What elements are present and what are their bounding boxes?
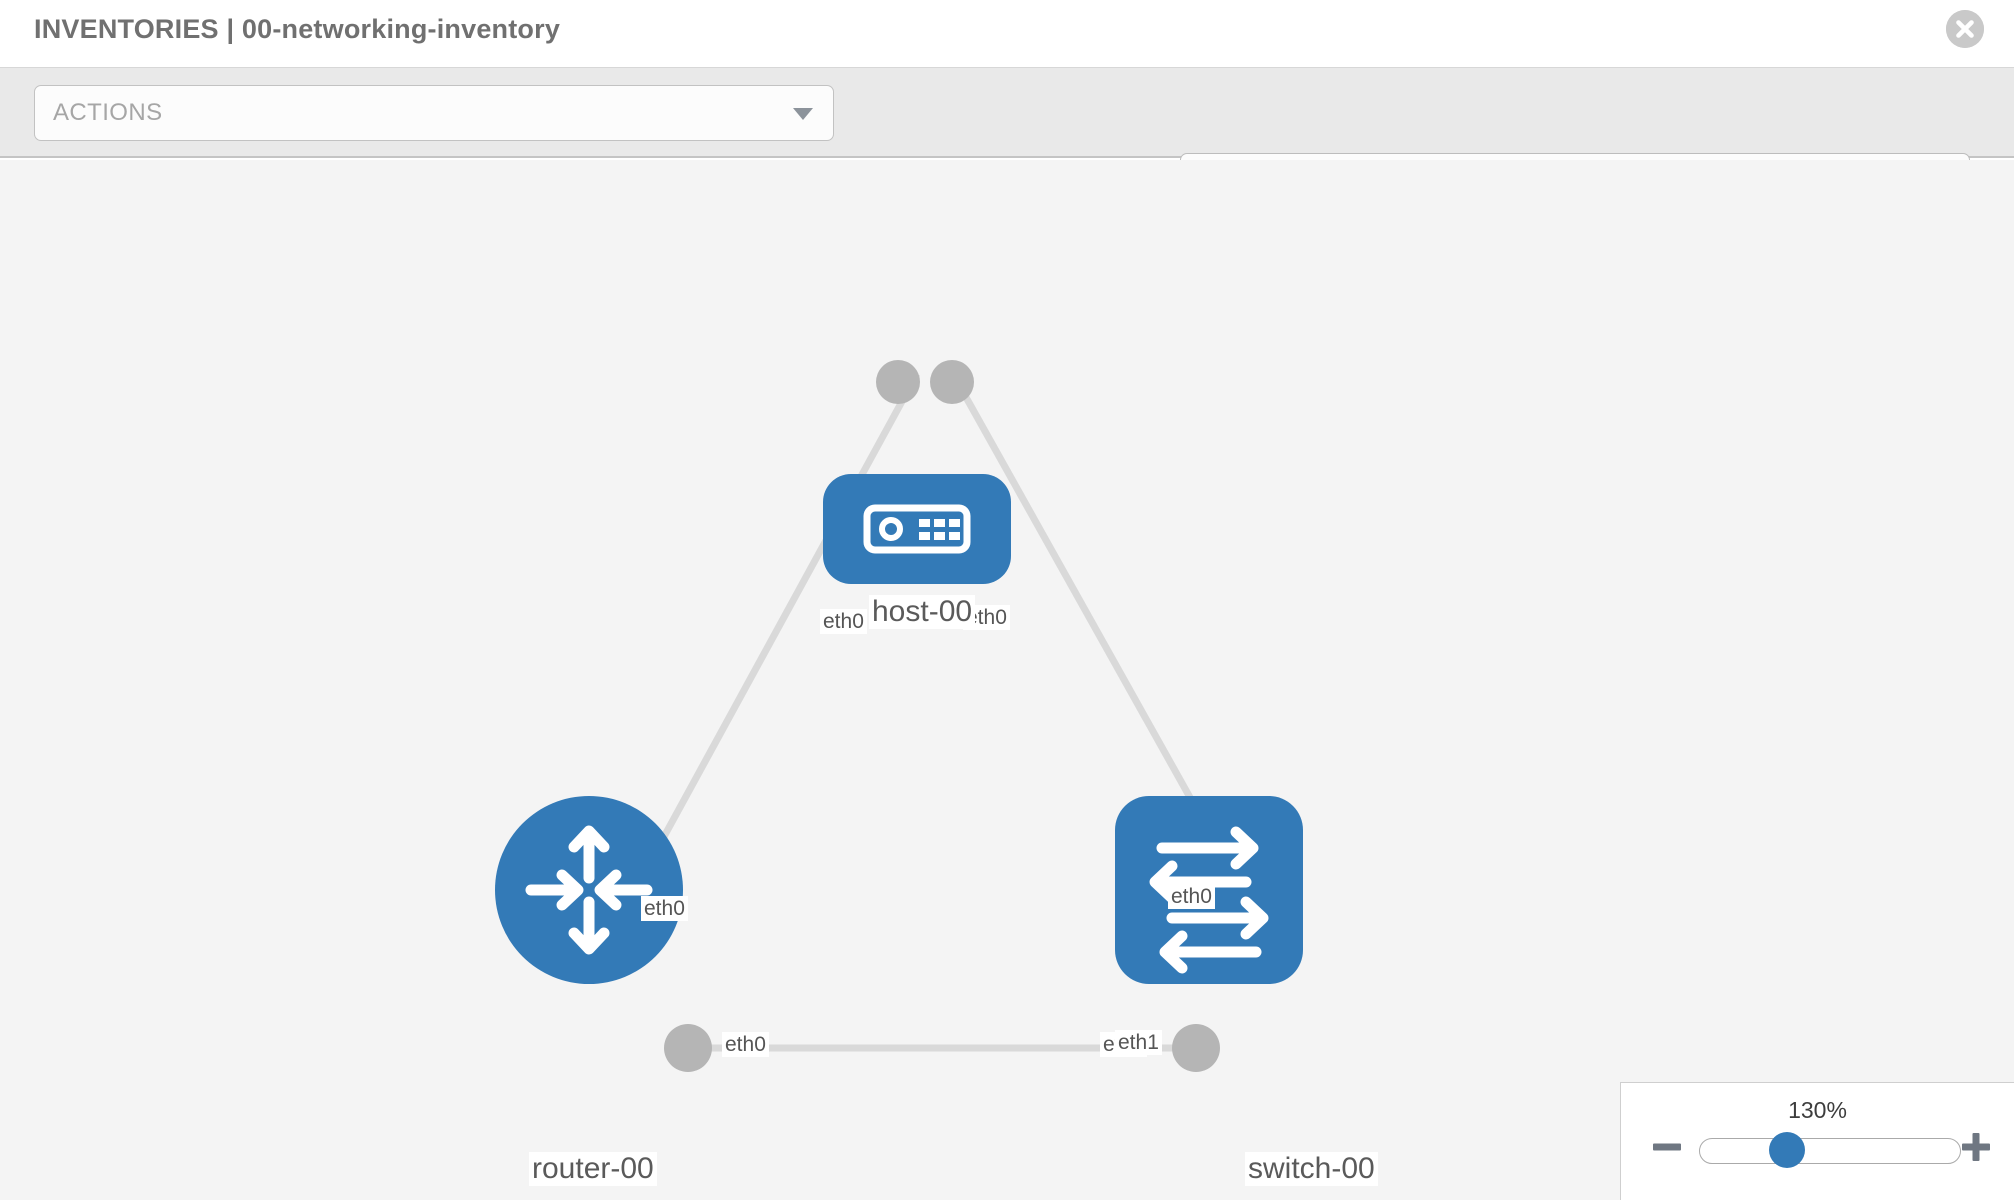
link-host00-router00 [639,372,921,877]
topology-graph [495,360,1303,1072]
zoom-in-button[interactable] [1960,1131,1992,1163]
zoom-slider-thumb[interactable] [1769,1132,1805,1168]
interface-label-router00-eth0: eth0 [722,1032,769,1057]
node-router-00[interactable] [495,796,683,984]
chevron-down-icon [793,108,813,120]
interface-label-router00-eth0-uplink: eth0 [641,896,688,921]
topology-canvas[interactable]: eth0 host-00 eth0 eth0 eth0 eth0 eth0 et… [0,160,2014,1200]
zoom-out-button[interactable] [1651,1131,1683,1163]
zoom-level-value: 130% [1788,1097,1847,1123]
link-host00-switch00 [949,372,1229,862]
node-label-host-00: host-00 [869,595,976,629]
interface-label-switch00-eth0-uplink: eth0 [1168,884,1215,909]
zoom-slider[interactable] [1699,1138,1961,1164]
node-label-router-00: router-00 [529,1152,657,1186]
port-router00-eth0 [664,1024,712,1072]
node-label-switch-00: switch-00 [1245,1152,1378,1186]
port-switch00-eth1 [1172,1024,1220,1072]
actions-dropdown[interactable]: ACTIONS [34,85,834,141]
router-arrows-icon [525,825,653,955]
toolbar: ACTIONS SEARCH [0,68,2014,209]
interface-label-host00-eth0-left: eth0 [820,609,867,634]
server-icon [863,504,971,554]
node-host-00[interactable] [823,474,1011,584]
zoom-control-panel: 130% [1620,1082,2014,1200]
switch-arrows-icon [1149,826,1269,974]
port-host00-eth0-left [876,360,920,404]
close-icon[interactable] [1946,10,1984,48]
page-title: INVENTORIES | 00-networking-inventory [34,14,561,44]
interface-label-switch00-eth1: eth1 [1115,1030,1162,1055]
port-host00-eth0-right [930,360,974,404]
actions-dropdown-label: ACTIONS [53,99,163,126]
page-header: INVENTORIES | 00-networking-inventory [0,0,2014,68]
